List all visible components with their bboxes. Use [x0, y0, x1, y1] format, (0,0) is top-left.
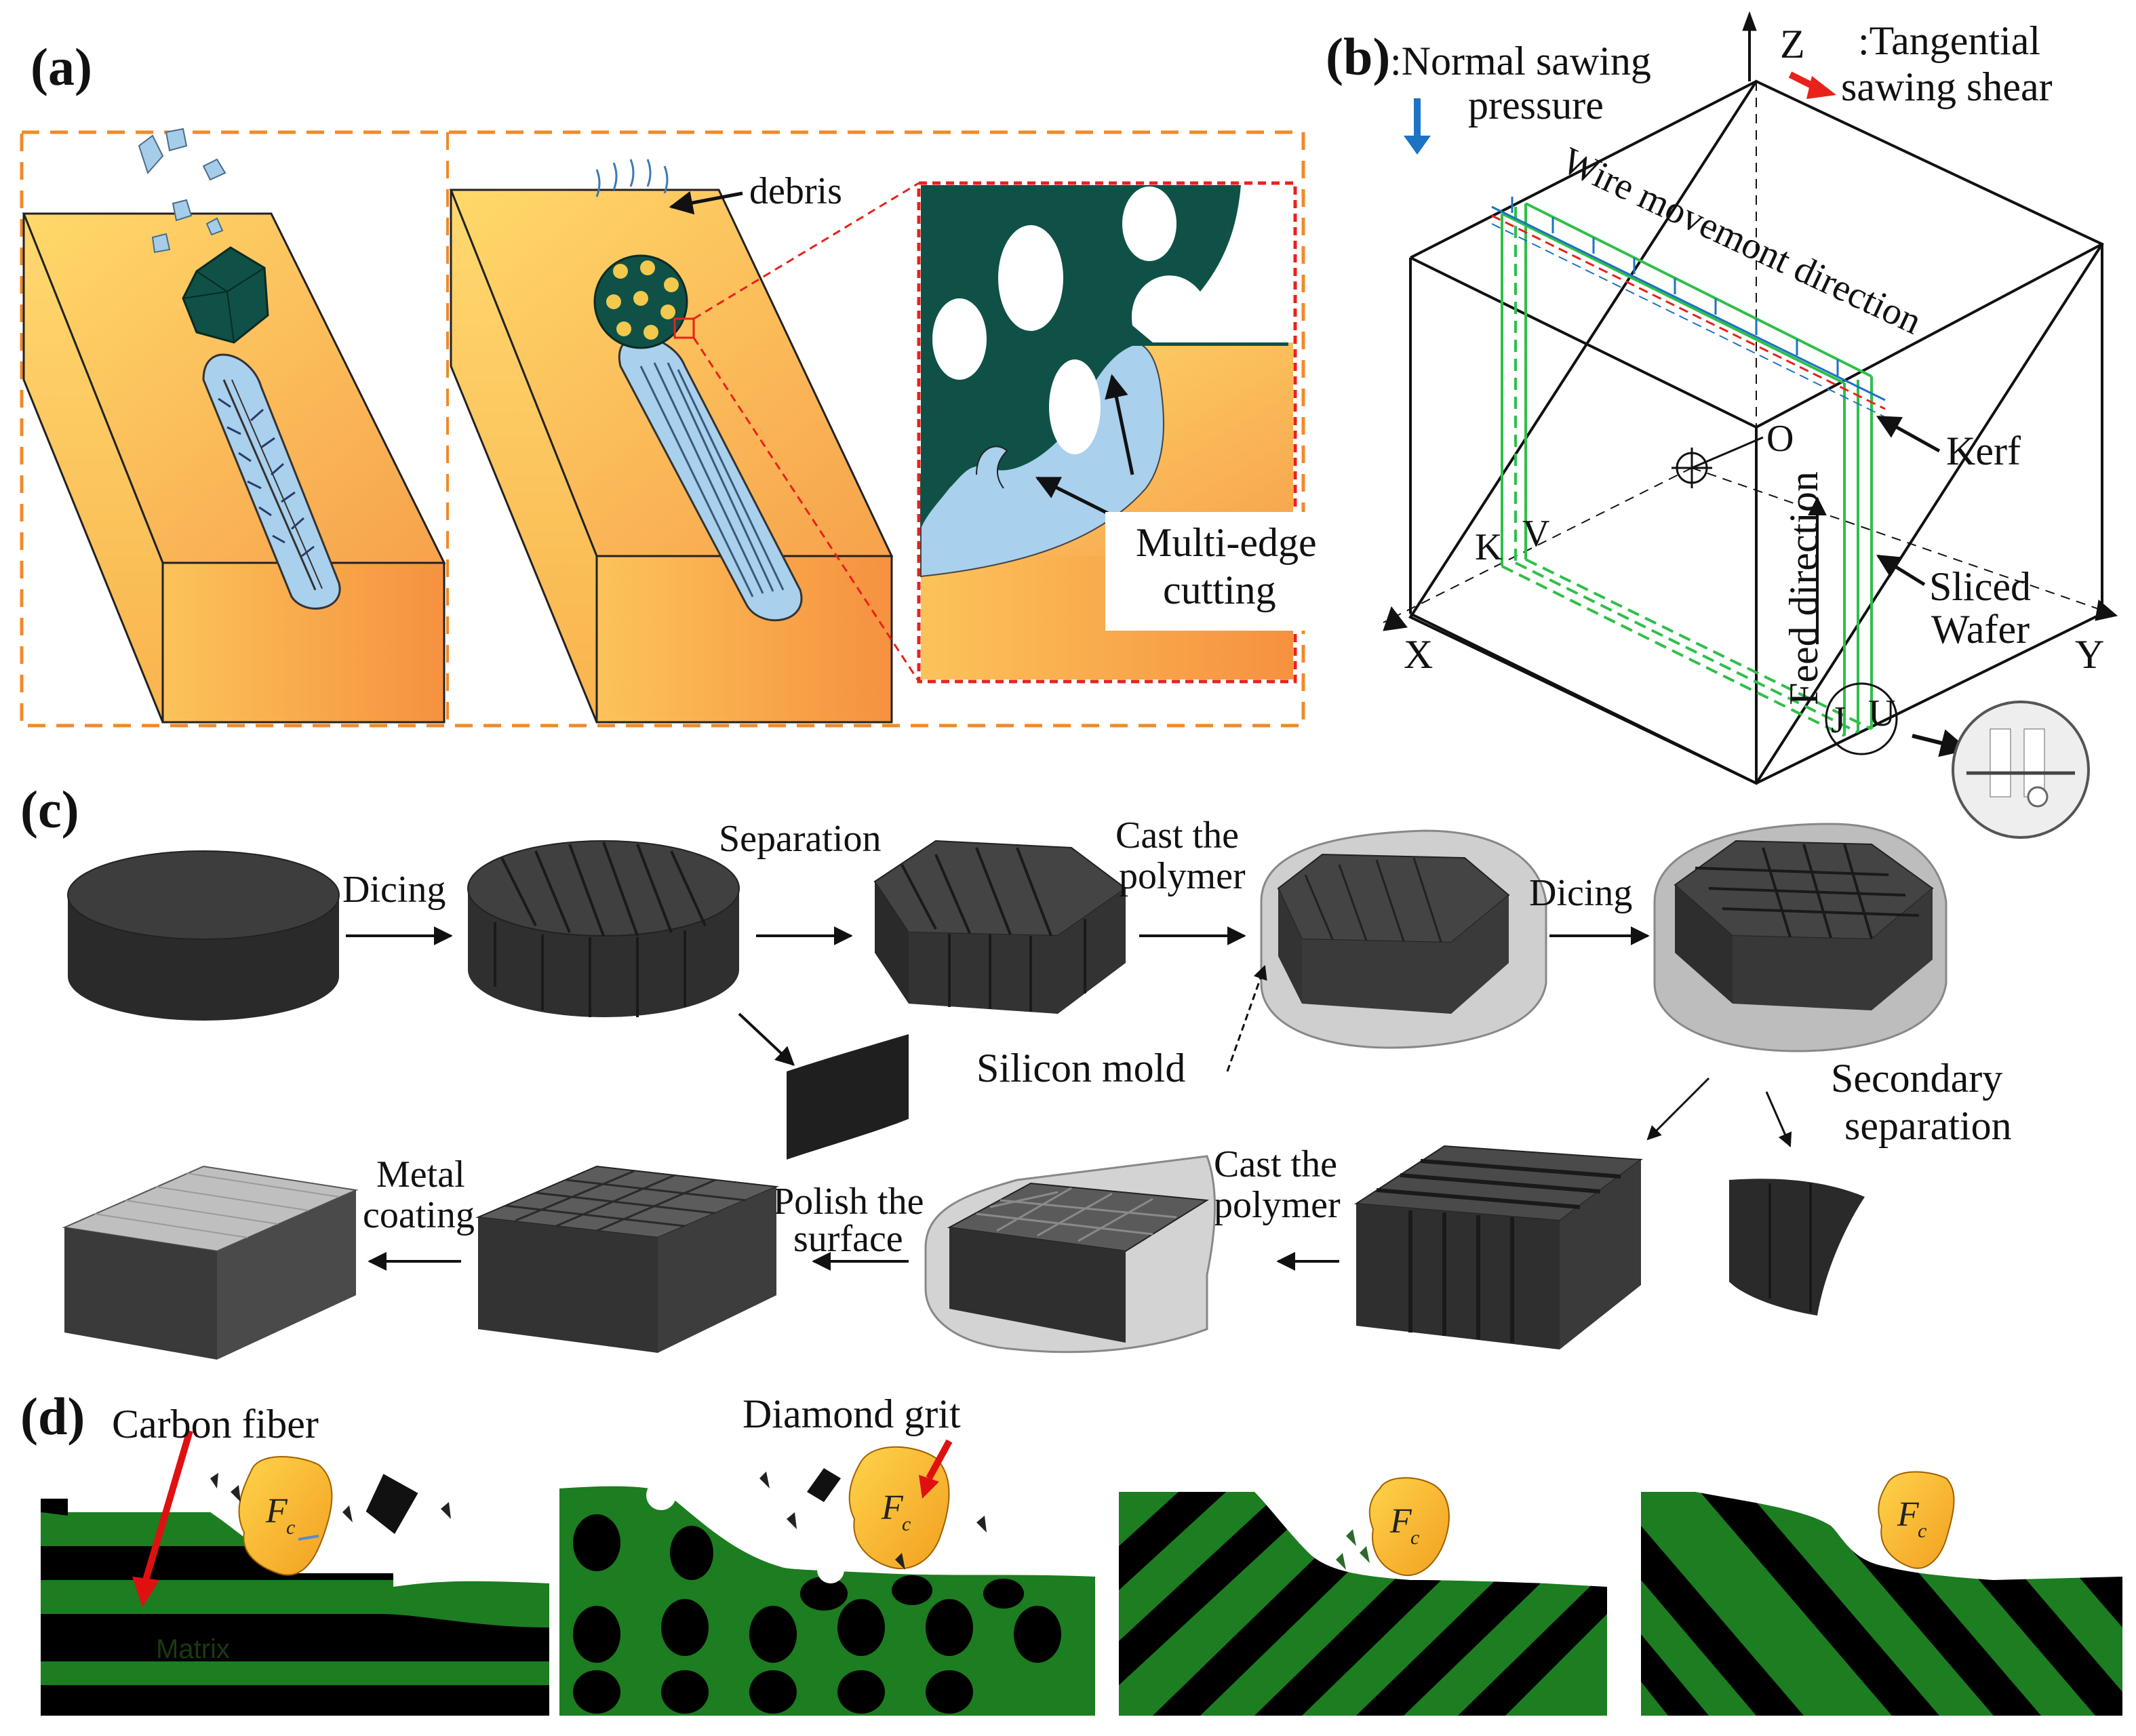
panel-d: (d) Matrix F c Carbon fiber [20, 1387, 2122, 1716]
wafer-label-2: Wafer [1931, 607, 2030, 652]
diamond-grit-1 [238, 1456, 333, 1576]
carbon-fiber-label: Carbon fiber [112, 1402, 319, 1446]
secondary-edge-piece [1729, 1179, 1865, 1316]
workpiece-block-2: debris [449, 159, 894, 724]
step-silicon-mold: Silicon mold [976, 1046, 1185, 1090]
panel-c-label: (c) [20, 780, 79, 839]
axis-z-label: Z [1780, 22, 1805, 66]
sliced-wafers [1501, 202, 1873, 737]
coordinate-axes [1383, 11, 2118, 631]
separated-block [873, 840, 1127, 1014]
diamond-grit-label: Diamond grit [743, 1392, 961, 1436]
origin-label: O [1766, 418, 1794, 460]
panel-b-label: (b) [1326, 27, 1390, 86]
step-polish-line2: surface [793, 1218, 903, 1260]
secondary-diced-block [1354, 1145, 1643, 1349]
tangential-label-2: sawing shear [1841, 64, 2053, 109]
tangential-shear-arrow [1788, 71, 1836, 99]
kerf-label: Kerf [1946, 429, 2021, 473]
axis-y-label: Y [2075, 632, 2104, 677]
step-cast-1-line2: polymer [1119, 855, 1246, 897]
polished-block [475, 1165, 779, 1353]
diamond-grit-4 [1878, 1471, 1955, 1569]
step-secondary-line1: Secondary [1831, 1056, 2002, 1101]
step-cast-2-line2: polymer [1214, 1184, 1341, 1226]
force-label-1: F [265, 1492, 288, 1531]
fiber-orientation-90-deg: F c [559, 1439, 1095, 1716]
debris-label: debris [749, 170, 842, 212]
matrix-label: Matrix [156, 1634, 230, 1664]
wafer-disk-raw [67, 850, 340, 1021]
normal-label-2: pressure [1468, 83, 1604, 127]
grit-pore [998, 225, 1063, 331]
step-separation: Separation [719, 818, 881, 860]
metal-coated-block [62, 1165, 359, 1360]
point-j-label: J [1831, 699, 1846, 741]
saw-wires [1491, 197, 1886, 418]
panel-b: (b) :Normal sawing pressure :Tangential … [1326, 11, 2118, 839]
panel-c: (c) Dicing Separation [20, 780, 2012, 1360]
panel-a: (a) [20, 37, 1322, 728]
scratch-groove [202, 353, 341, 610]
step-metal-line1: Metal [376, 1153, 465, 1196]
zoom-inset: Multi-edge cutting [692, 181, 1322, 684]
workpiece-block-1 [22, 127, 446, 724]
step-cast-2-line1: Cast the [1214, 1143, 1337, 1185]
wafer-label-1: Sliced [1929, 564, 2031, 609]
feed-direction-label: Feed direction [1781, 471, 1826, 705]
force-label-4: F [1897, 1495, 1920, 1534]
diamond-grit-3 [1368, 1477, 1450, 1577]
fiber-orientation-0-deg: Matrix F c [41, 1429, 549, 1716]
step-cast-1-line1: Cast the [1115, 814, 1239, 856]
normal-label-1: :Normal sawing [1390, 39, 1651, 83]
point-k-label: K [1475, 526, 1502, 568]
tangential-label-1: :Tangential [1858, 18, 2040, 63]
normal-pressure-arrow [1404, 98, 1431, 155]
point-v-label: V [1522, 513, 1549, 555]
diamond-grit [182, 246, 269, 344]
kerf-zoom-bubble [1952, 701, 2090, 839]
polymer-cast-block [1260, 829, 1547, 1049]
force-sub-4: c [1918, 1520, 1926, 1542]
force-sub-3: c [1410, 1526, 1419, 1549]
step-polish-line1: Polish the [773, 1181, 924, 1223]
step-secondary-line2: separation [1844, 1103, 2012, 1148]
step-dicing-1: Dicing [342, 869, 446, 911]
force-sub-2: c [902, 1513, 911, 1535]
separated-edge-piece [787, 1034, 909, 1160]
multi-edge-label-1: Multi-edge [1136, 520, 1317, 565]
axis-x-label: X [1404, 632, 1433, 677]
multi-edge-label-2: cutting [1163, 568, 1276, 612]
fiber-orientation-135-deg: F c [1641, 1471, 2122, 1716]
force-label-2: F [881, 1488, 904, 1527]
panel-a-label: (a) [31, 37, 92, 96]
second-cast-block [924, 1155, 1217, 1354]
panel-a-frame [20, 130, 1305, 728]
fiber-orientation-45-deg: F c [1119, 1477, 1607, 1716]
step-dicing-2: Dicing [1529, 872, 1632, 914]
force-sub-1: c [286, 1516, 295, 1539]
force-label-3: F [1389, 1502, 1412, 1541]
diced-cast-block [1653, 823, 1947, 1052]
wafer-disk-diced [467, 840, 740, 1017]
panel-d-label: (d) [20, 1387, 85, 1446]
step-metal-line2: coating [363, 1194, 475, 1236]
